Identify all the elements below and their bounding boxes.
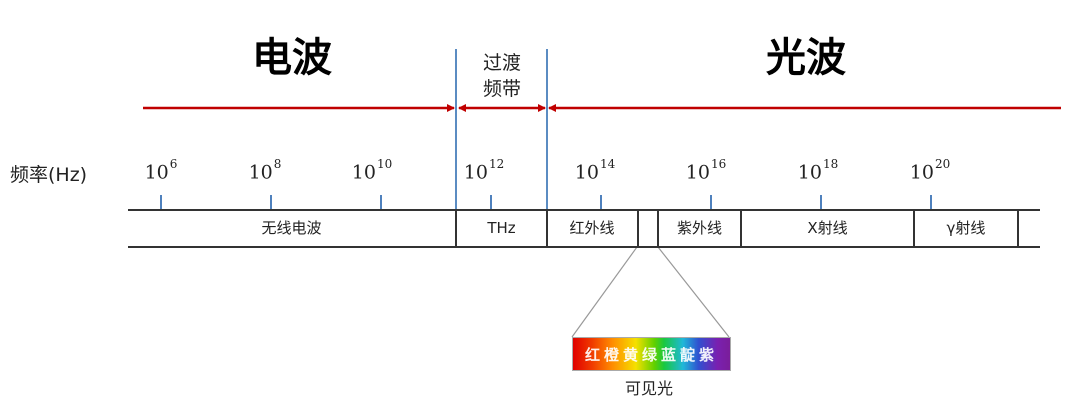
band-divider xyxy=(455,210,457,247)
transition-band-line-1: 过渡 xyxy=(482,52,521,74)
band-divider xyxy=(546,210,548,247)
tick-mark xyxy=(820,195,822,210)
tick-mark xyxy=(710,195,712,210)
band-divider xyxy=(657,210,659,247)
tick-mark xyxy=(380,195,382,210)
band-gamma-ray: γ射线 xyxy=(946,219,986,237)
band-infrared: 红外线 xyxy=(569,219,615,237)
band-x-ray: X射线 xyxy=(807,219,848,237)
light-wave-heading: 光波 xyxy=(766,35,846,81)
visible-light-spectrum: 红橙黄绿蓝靛紫 xyxy=(572,337,731,371)
tick-label-1e18: 1018 xyxy=(797,157,839,184)
tick-mark xyxy=(160,195,162,210)
visible-light-fan-left xyxy=(571,246,638,338)
frequency-axis-label: 频率(Hz) xyxy=(10,164,88,186)
band-ultraviolet: 紫外线 xyxy=(676,219,722,237)
tick-mark xyxy=(490,195,492,210)
radio-transition-divider xyxy=(455,49,457,247)
tick-label-1e20: 1020 xyxy=(909,157,951,184)
transition-light-divider xyxy=(546,49,548,211)
tick-mark xyxy=(600,195,602,210)
transition-band-line-2: 频带 xyxy=(482,78,521,100)
tick-mark xyxy=(270,195,272,210)
band-divider xyxy=(637,210,639,247)
visible-light-label: 可见光 xyxy=(625,379,674,398)
band-divider xyxy=(913,210,915,247)
tick-label-1e10: 1010 xyxy=(351,157,393,184)
tick-label-1e12: 1012 xyxy=(463,157,505,184)
tick-label-1e14: 1014 xyxy=(574,157,616,184)
band-table-bottom-border xyxy=(128,246,1040,248)
band-divider xyxy=(1017,210,1019,247)
band-radio-wave: 无线电波 xyxy=(261,219,322,237)
band-thz: THz xyxy=(487,219,516,237)
tick-label-1e16: 1016 xyxy=(685,157,727,184)
tick-label-1e8: 108 xyxy=(248,157,282,184)
tick-label-1e6: 106 xyxy=(144,157,178,184)
band-divider xyxy=(740,210,742,247)
visible-light-fan-right xyxy=(657,246,730,338)
spectrum-color-names: 红橙黄绿蓝靛紫 xyxy=(584,345,718,364)
band-table-top-border xyxy=(128,209,1040,211)
transition-band-heading: 过渡 频带 xyxy=(462,50,542,102)
tick-mark xyxy=(930,195,932,210)
radio-wave-heading: 电波 xyxy=(252,35,332,81)
